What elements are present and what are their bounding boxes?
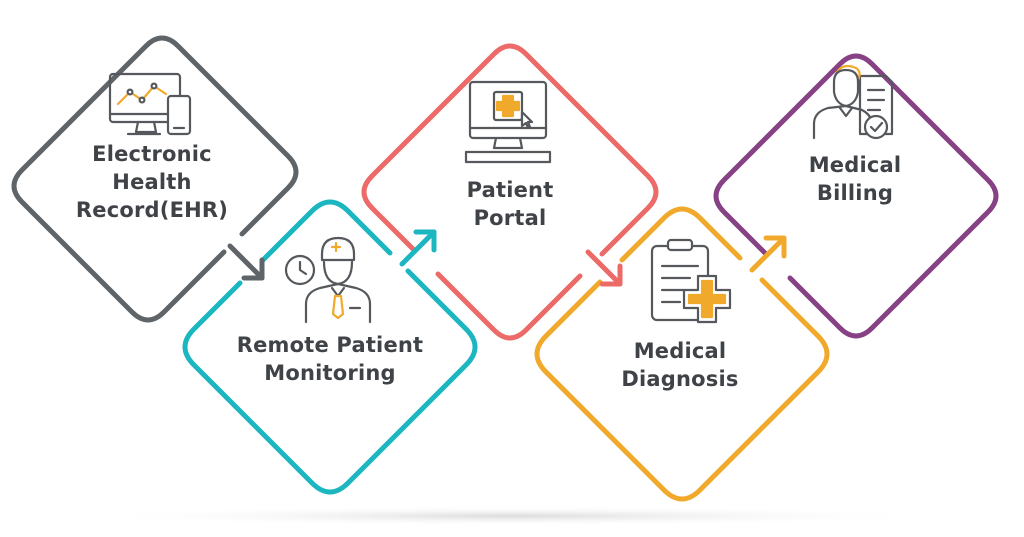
diamond-frame-portal (361, 43, 659, 341)
arrow-diagnosis-to-billing (749, 235, 787, 273)
step-label-line: Diagnosis (621, 367, 739, 391)
step-label-line: Remote Patient (236, 333, 424, 357)
arrow-rpm-to-portal (399, 229, 437, 267)
step-label-line: Medical (808, 153, 902, 177)
step-label-line: Monitoring (264, 361, 396, 385)
arrow-portal-to-diagnosis (585, 249, 623, 287)
step-label-line: Health (112, 170, 192, 194)
step-label-ehr: Electronic Health Record(EHR) (52, 140, 252, 224)
step-label-line: Billing (816, 181, 894, 205)
diamond-frame-ehr (11, 35, 299, 323)
step-label-portal: Patient Portal (420, 176, 600, 232)
step-label-line: Patient (466, 178, 554, 202)
step-label-line: Portal (473, 206, 547, 230)
step-label-billing: Medical Billing (770, 151, 940, 207)
doctor-clock-icon (284, 236, 372, 324)
floor-shadow (82, 506, 942, 526)
step-label-rpm: Remote Patient Monitoring (210, 331, 450, 387)
step-label-diagnosis: Medical Diagnosis (590, 337, 770, 393)
diamond-frame-rpm (182, 199, 478, 495)
computer-medical-cross-icon (464, 80, 552, 164)
clipboard-medical-cross-icon (650, 238, 732, 324)
step-label-line: Electronic (92, 142, 212, 166)
diamond-frame-diagnosis (534, 206, 830, 502)
step-label-line: Record(EHR) (75, 198, 229, 222)
person-invoice-check-icon (812, 64, 894, 140)
diamond-frame-billing (713, 53, 999, 339)
monitor-chart-icon (108, 72, 192, 136)
arrow-ehr-to-rpm (227, 243, 265, 281)
step-label-line: Medical (633, 339, 727, 363)
